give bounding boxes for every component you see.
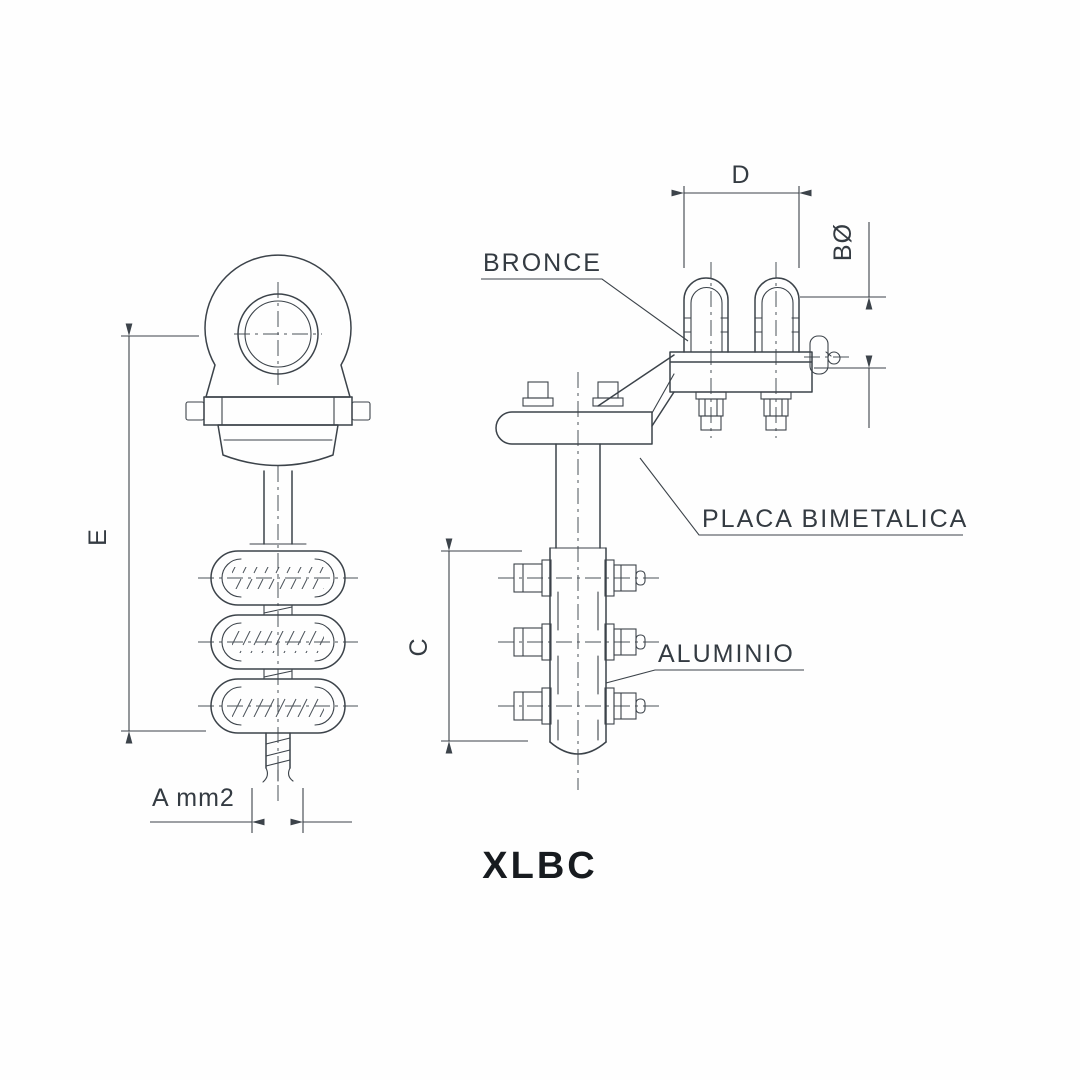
- clamp-shells: [210, 550, 346, 734]
- dimension-d-label: D: [731, 161, 750, 189]
- u-bolt-right: [754, 277, 800, 353]
- dimension-c: C: [405, 538, 528, 754]
- u-bolt-left: [683, 277, 729, 353]
- side-view: D BØ C BRONCE PLACA BIMETALICA ALUMIN: [405, 161, 968, 790]
- connecting-arm: [597, 354, 675, 427]
- dimension-e: E: [84, 323, 206, 744]
- cotter-ring: [827, 351, 841, 365]
- front-view: E A mm2: [84, 254, 371, 833]
- bimetal-plate: [495, 381, 653, 445]
- dimension-b-label: BØ: [829, 223, 857, 261]
- callout-placa-bimetalica: PLACA BIMETALICA: [639, 457, 968, 536]
- dimension-d: D: [671, 161, 812, 268]
- side-view-centerlines: [498, 262, 852, 790]
- callout-bronce: BRONCE: [481, 249, 689, 342]
- clamp-body: [217, 424, 339, 545]
- conductor-cable: [262, 732, 294, 783]
- pin-lug: [809, 335, 829, 375]
- leader-bronce: [481, 278, 689, 342]
- drawing-title: XLBC: [482, 845, 597, 887]
- saddle-bolts: [695, 391, 792, 431]
- label-placa-bimetalica: PLACA BIMETALICA: [702, 505, 968, 533]
- clamp-bolts: [513, 559, 646, 725]
- label-bronce: BRONCE: [483, 249, 602, 277]
- cap-band: [185, 396, 371, 426]
- leader-aluminio: [605, 669, 804, 684]
- label-aluminio: ALUMINIO: [658, 640, 795, 668]
- side-bolt-right: [351, 401, 371, 421]
- dimension-e-label: E: [84, 528, 112, 546]
- dimension-c-label: C: [405, 637, 433, 656]
- eye-ring: [204, 254, 352, 398]
- aluminium-body: [549, 443, 607, 755]
- leader-placa: [639, 457, 963, 536]
- side-bolt-left: [185, 401, 205, 421]
- bronze-saddle: [669, 277, 841, 393]
- callout-aluminio: ALUMINIO: [605, 640, 804, 684]
- dimension-b-diameter: BØ: [800, 222, 886, 428]
- dimension-a-mm2: A mm2: [150, 784, 352, 833]
- dimension-a-label: A mm2: [152, 784, 235, 812]
